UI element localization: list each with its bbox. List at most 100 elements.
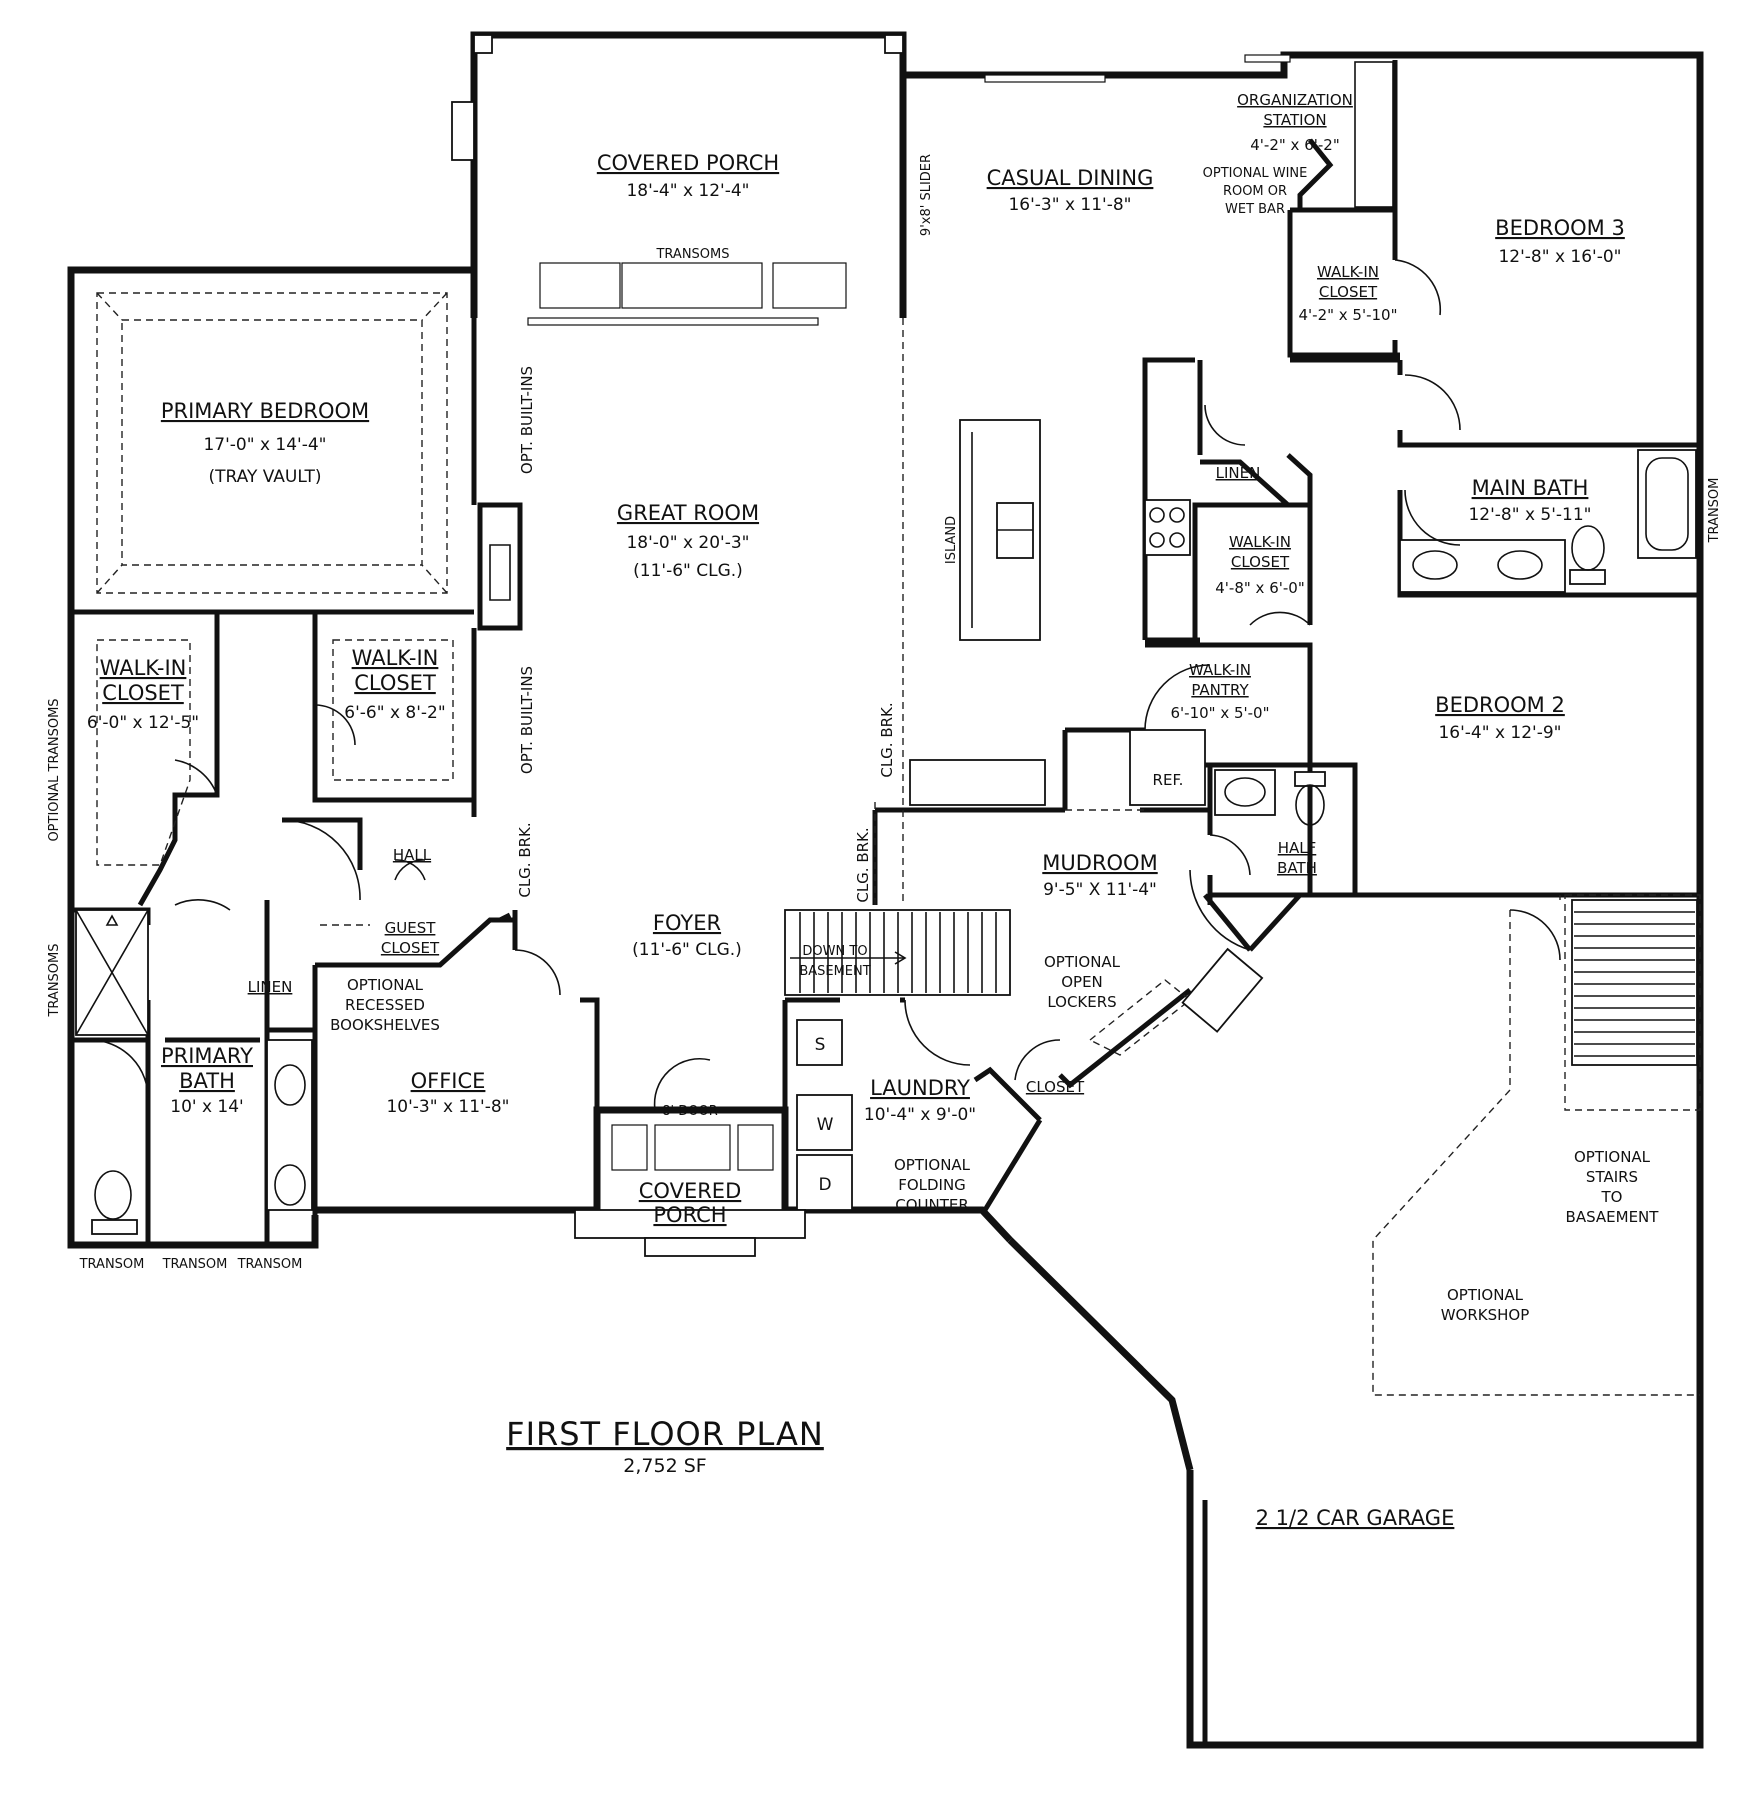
walkin-closet-primary-right-line2: CLOSET bbox=[354, 671, 436, 695]
walkin-closet-b3-line1: WALK-IN bbox=[1317, 263, 1379, 281]
wine-room-line3: WET BAR bbox=[1225, 202, 1285, 217]
plan-area: 2,752 SF bbox=[623, 1455, 706, 1477]
door-8-label: 8' DOOR bbox=[662, 1104, 718, 1119]
walkin-closet-mid-line1: WALK-IN bbox=[1229, 533, 1291, 551]
transom-bottom-1: TRANSOM bbox=[79, 1257, 145, 1272]
optional-open-lockers-line2: OPEN bbox=[1061, 973, 1103, 991]
bedroom2-dims: 16'-4" x 12'-9" bbox=[1438, 723, 1561, 743]
walkin-pantry-line1: WALK-IN bbox=[1189, 661, 1251, 679]
main-bath-dims: 12'-8" x 5'-11" bbox=[1468, 505, 1591, 525]
organization-station-dims: 4'-2" x 6'-2" bbox=[1250, 136, 1339, 154]
foyer-name: FOYER bbox=[653, 911, 721, 935]
clg-brk-middle: CLG. BRK. bbox=[854, 827, 872, 902]
optional-recessed-line2: RECESSED bbox=[345, 996, 425, 1014]
opt-builtins-upper: OPT. BUILT-INS bbox=[518, 366, 536, 474]
interior-walls bbox=[71, 60, 1700, 1745]
optional-folding-line2: FOLDING bbox=[898, 1176, 966, 1194]
door-swings bbox=[89, 259, 1561, 1111]
primary-bedroom-note: (TRAY VAULT) bbox=[209, 467, 322, 487]
mudroom-name: MUDROOM bbox=[1042, 851, 1157, 875]
laundry-dims: 10'-4" x 9'-0" bbox=[864, 1105, 976, 1125]
hall-label: HALL bbox=[393, 846, 432, 864]
foyer-note: (11'-6" CLG.) bbox=[632, 940, 742, 960]
main-bath-name: MAIN BATH bbox=[1472, 476, 1589, 500]
great-room-name: GREAT ROOM bbox=[617, 501, 759, 525]
opt-builtins-lower: OPT. BUILT-INS bbox=[518, 666, 536, 774]
walkin-closet-primary-left-line1: WALK-IN bbox=[100, 656, 187, 680]
optional-stairs-line4: BASAEMENT bbox=[1566, 1208, 1660, 1226]
guest-closet-line1: GUEST bbox=[385, 919, 437, 937]
closet-mud-label: CLOSET bbox=[1026, 1078, 1085, 1096]
covered-porch-front-line1: COVERED bbox=[639, 1179, 742, 1203]
washer-label: W bbox=[817, 1115, 834, 1135]
primary-bath-dims: 10' x 14' bbox=[170, 1097, 243, 1117]
optional-open-lockers-line1: OPTIONAL bbox=[1044, 953, 1121, 971]
casual-dining-dims: 16'-3" x 11'-8" bbox=[1008, 195, 1131, 215]
laundry-name: LAUNDRY bbox=[870, 1076, 970, 1100]
optional-open-lockers-line3: LOCKERS bbox=[1047, 993, 1116, 1011]
transoms-left-label: TRANSOMS bbox=[47, 943, 62, 1017]
fixtures bbox=[75, 419, 1697, 1257]
garage-label: 2 1/2 CAR GARAGE bbox=[1256, 1506, 1455, 1530]
dryer-label: D bbox=[818, 1175, 831, 1195]
primary-bedroom-dims: 17'-0" x 14'-4" bbox=[203, 435, 326, 455]
transom-right-label: TRANSOM bbox=[1707, 478, 1722, 544]
room-labels: COVERED PORCH 18'-4" x 12'-4" TRANSOMS C… bbox=[47, 91, 1722, 1530]
covered-porch-front-line2: PORCH bbox=[653, 1203, 726, 1227]
optional-workshop-line2: WORKSHOP bbox=[1441, 1306, 1530, 1324]
wine-room-line1: OPTIONAL WINE bbox=[1203, 166, 1308, 181]
bedroom3-name: BEDROOM 3 bbox=[1495, 216, 1625, 240]
walkin-closet-mid-dims: 4'-8" x 6'-0" bbox=[1215, 579, 1304, 597]
half-bath-line2: BATH bbox=[1277, 859, 1317, 877]
mudroom-dims: 9'-5" X 11'-4" bbox=[1043, 880, 1157, 900]
organization-station-line1: ORGANIZATION bbox=[1237, 91, 1353, 109]
optional-recessed-line3: BOOKSHELVES bbox=[330, 1016, 440, 1034]
linen-primary-label: LINEN bbox=[248, 978, 293, 996]
walkin-closet-primary-left-dims: 6'-0" x 12'-5" bbox=[87, 713, 199, 733]
casual-dining-name: CASUAL DINING bbox=[987, 166, 1154, 190]
clg-brk-left: CLG. BRK. bbox=[516, 822, 534, 897]
optional-workshop-line1: OPTIONAL bbox=[1447, 1286, 1524, 1304]
primary-bath-line2: BATH bbox=[179, 1069, 235, 1093]
walkin-closet-b3-line2: CLOSET bbox=[1319, 283, 1378, 301]
optional-recessed-line1: OPTIONAL bbox=[347, 976, 424, 994]
guest-closet-line2: CLOSET bbox=[381, 939, 440, 957]
walkin-closet-mid-line2: CLOSET bbox=[1231, 553, 1290, 571]
optional-stairs-line3: TO bbox=[1601, 1188, 1623, 1206]
slider-label: 9'x8' SLIDER bbox=[919, 154, 934, 236]
bedroom2-name: BEDROOM 2 bbox=[1435, 693, 1565, 717]
transoms-note: TRANSOMS bbox=[655, 247, 729, 262]
down-to-basement-line2: BASEMENT bbox=[799, 964, 870, 979]
plan-title: FIRST FLOOR PLAN bbox=[506, 1415, 824, 1453]
rear-porch-details bbox=[451, 34, 1291, 326]
exterior-walls bbox=[67, 31, 1704, 1749]
great-room-note: (11'-6" CLG.) bbox=[633, 561, 743, 581]
organization-station-line2: STATION bbox=[1263, 111, 1326, 129]
walkin-closet-primary-left-line2: CLOSET bbox=[102, 681, 184, 705]
primary-bath-line1: PRIMARY bbox=[161, 1044, 253, 1068]
office-name: OFFICE bbox=[411, 1069, 486, 1093]
covered-porch-rear-name: COVERED PORCH bbox=[597, 151, 779, 175]
linen-hall-label: LINEN bbox=[1216, 464, 1261, 482]
walkin-closet-primary-right-line1: WALK-IN bbox=[352, 646, 439, 670]
optional-folding-line3: COUNTER bbox=[895, 1196, 969, 1214]
wine-room-line2: ROOM OR bbox=[1223, 184, 1287, 199]
optional-stairs-line2: STAIRS bbox=[1586, 1168, 1638, 1186]
optional-transoms-label: OPTIONAL TRANSOMS bbox=[47, 698, 62, 841]
clg-brk-upper: CLG. BRK. bbox=[878, 702, 896, 777]
primary-bedroom-name: PRIMARY BEDROOM bbox=[161, 399, 369, 423]
bedroom3-dims: 12'-8" x 16'-0" bbox=[1498, 247, 1621, 267]
transom-bottom-2: TRANSOM bbox=[162, 1257, 228, 1272]
walkin-pantry-dims: 6'-10" x 5'-0" bbox=[1170, 704, 1269, 722]
optional-folding-line1: OPTIONAL bbox=[894, 1156, 971, 1174]
ref-label: REF. bbox=[1153, 771, 1184, 789]
great-room-dims: 18'-0" x 20'-3" bbox=[626, 533, 749, 553]
down-to-basement-line1: DOWN TO bbox=[802, 944, 867, 959]
stairs bbox=[784, 899, 1698, 1066]
half-bath-line1: HALF bbox=[1278, 839, 1317, 857]
walkin-closet-primary-right-dims: 6'-6" x 8'-2" bbox=[344, 703, 445, 723]
optional-stairs-line1: OPTIONAL bbox=[1574, 1148, 1651, 1166]
office-dims: 10'-3" x 11'-8" bbox=[386, 1097, 509, 1117]
island-label: ISLAND bbox=[944, 516, 959, 564]
